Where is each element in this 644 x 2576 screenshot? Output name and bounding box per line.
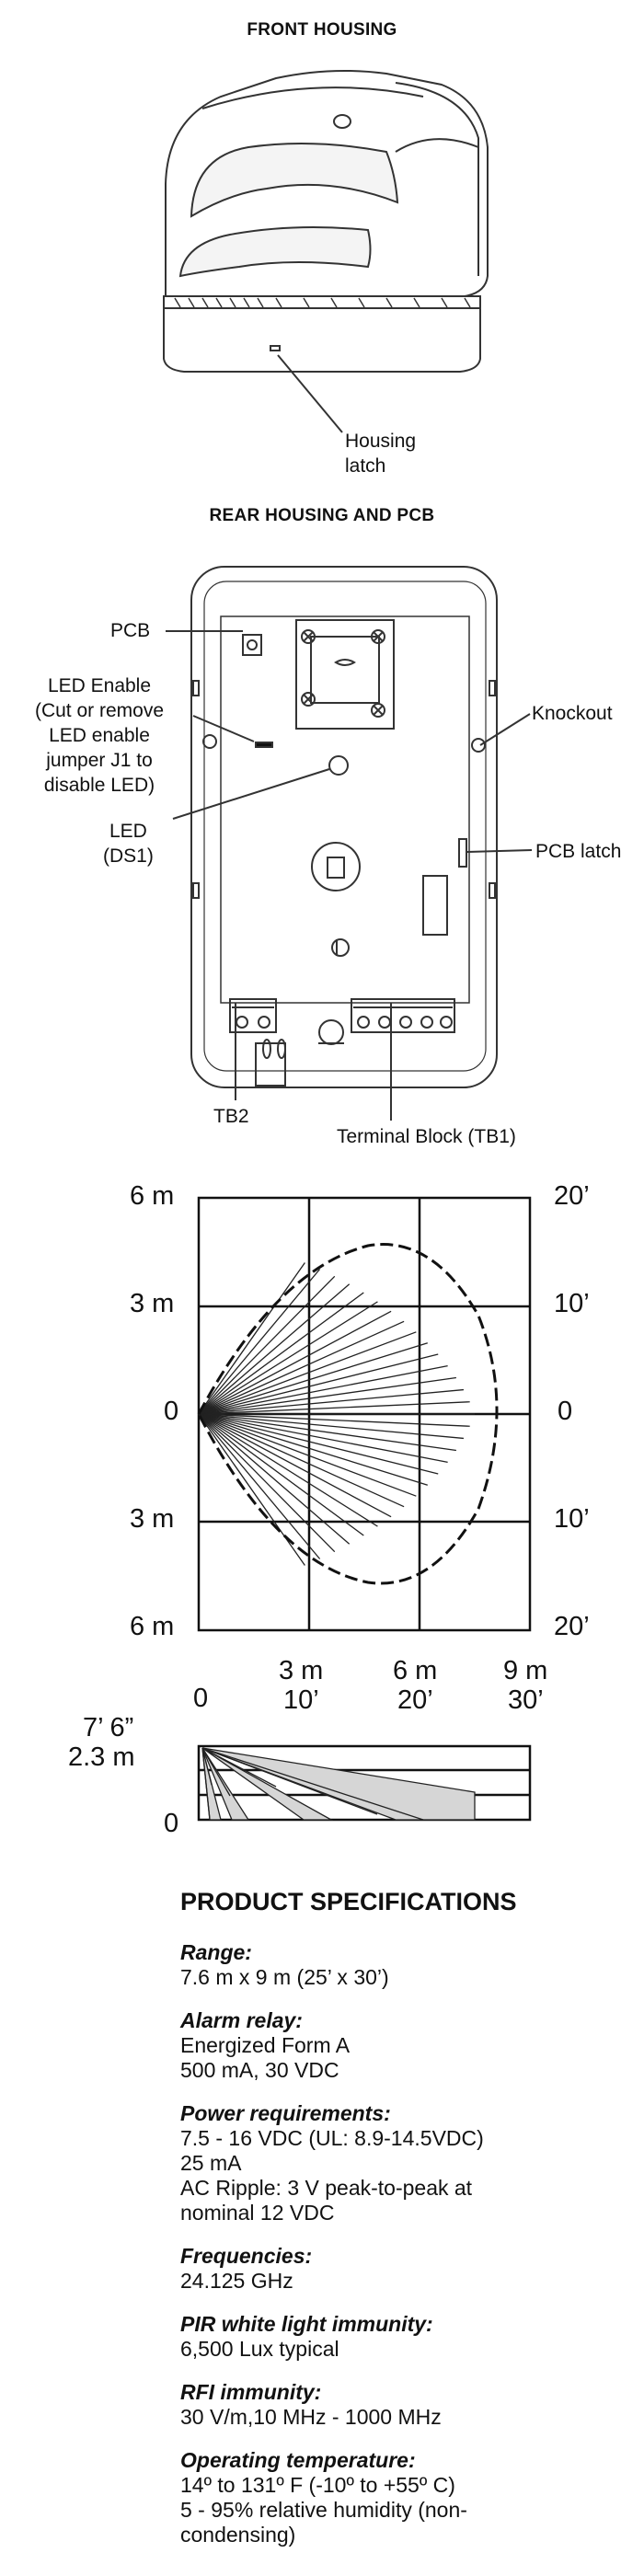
right-label-20ft-top: 20’: [554, 1181, 590, 1211]
coverage-ray: [198, 1301, 378, 1415]
knockout-label: Knockout: [532, 703, 613, 724]
coverage-ray: [198, 1401, 470, 1415]
left-label-0: 0: [164, 1397, 179, 1426]
side-label-0: 0: [164, 1809, 179, 1838]
coverage-ray: [198, 1364, 448, 1415]
coverage-ray: [198, 1413, 321, 1559]
coverage-ray: [198, 1376, 456, 1415]
product-specifications: PRODUCT SPECIFICATIONS Range: 7.6 m x 9 …: [180, 1888, 613, 2566]
spec-value: 7.5 - 16 VDC (UL: 8.9-14.5VDC) 25 mA AC …: [180, 2126, 484, 2225]
left-label-3m-bottom: 3 m: [130, 1504, 175, 1534]
pcb-label: PCB: [110, 620, 151, 641]
spec-value: 14º to 131º F (-10º to +55º C) 5 - 95% r…: [180, 2473, 467, 2547]
coverage-ray: [198, 1413, 464, 1440]
right-label-10ft-top: 10’: [554, 1289, 590, 1318]
spec-name: Operating temperature:: [180, 2448, 416, 2472]
bottom-label-6m: 6 m: [393, 1656, 438, 1685]
right-label-10ft-bottom: 10’: [554, 1504, 590, 1534]
spec-value: 30 V/m,10 MHz - 1000 MHz: [180, 2405, 442, 2429]
spec-value: 24.125 GHz: [180, 2269, 293, 2293]
origin-label: 0: [193, 1684, 209, 1713]
coverage-ray: [198, 1413, 405, 1508]
spec-name: RFI immunity:: [180, 2380, 322, 2404]
coverage-top-view: [197, 1196, 532, 1632]
side-label-7ft6in: 7’ 6”: [83, 1713, 134, 1742]
specs-heading: PRODUCT SPECIFICATIONS: [180, 1888, 517, 1915]
front-housing-title: FRONT HOUSING: [247, 20, 397, 40]
bottom-label-30ft: 30’: [508, 1685, 544, 1715]
coverage-ray: [198, 1413, 456, 1452]
coverage-ray: [198, 1269, 321, 1415]
coverage-ray: [198, 1413, 392, 1518]
spec-alarm-relay: Alarm relay: Energized Form A 500 mA, 30…: [180, 2008, 613, 2083]
coverage-ray: [198, 1388, 464, 1415]
coverage-side-view: [197, 1744, 532, 1822]
coverage-ray: [198, 1320, 405, 1415]
spec-value: 7.6 m x 9 m (25’ x 30’): [180, 1965, 389, 1989]
led-label: LED (DS1): [103, 821, 154, 867]
spec-value: 6,500 Lux typical: [180, 2337, 339, 2361]
led-enable-label: LED Enable (Cut or remove LED enable jum…: [34, 675, 165, 796]
spec-value: Energized Form A 500 mA, 30 VDC: [180, 2033, 351, 2082]
rear-housing-drawing: [166, 566, 533, 1121]
spec-rfi-immunity: RFI immunity: 30 V/m,10 MHz - 1000 MHz: [180, 2380, 613, 2430]
spec-name: PIR white light immunity:: [180, 2312, 433, 2336]
coverage-ray: [198, 1342, 428, 1415]
right-label-20ft-bottom: 20’: [554, 1612, 590, 1641]
left-label-6m-top: 6 m: [130, 1181, 175, 1211]
coverage-ray: [198, 1413, 336, 1553]
coverage-ray: [198, 1413, 417, 1497]
coverage-ray: [198, 1413, 351, 1545]
coverage-ray: [198, 1331, 417, 1415]
coverage-ray: [198, 1413, 439, 1475]
coverage-ray: [198, 1292, 364, 1415]
bottom-label-3m: 3 m: [279, 1656, 324, 1685]
coverage-ray: [198, 1353, 439, 1415]
spec-frequencies: Frequencies: 24.125 GHz: [180, 2244, 613, 2294]
coverage-ray: [198, 1413, 448, 1464]
bottom-label-20ft: 20’: [397, 1685, 433, 1715]
right-label-0: 0: [558, 1397, 573, 1426]
coverage-ray: [198, 1413, 428, 1486]
coverage-ray: [198, 1310, 392, 1415]
spec-name: Alarm relay:: [180, 2008, 303, 2032]
coverage-ray: [198, 1413, 470, 1427]
left-label-3m-top: 3 m: [130, 1289, 175, 1318]
tb2-label: TB2: [213, 1106, 249, 1127]
bottom-label-9m: 9 m: [503, 1656, 548, 1685]
coverage-ray: [198, 1413, 364, 1536]
front-housing-drawing: [163, 69, 489, 433]
rear-housing-title: REAR HOUSING AND PCB: [209, 506, 435, 525]
pcb-latch-label: PCB latch: [535, 841, 622, 862]
spec-operating-temperature: Operating temperature: 14º to 131º F (-1…: [180, 2448, 613, 2547]
coverage-ray: [198, 1275, 336, 1415]
coverage-ray: [198, 1283, 351, 1415]
coverage-ray: [198, 1262, 305, 1415]
spec-pir-immunity: PIR white light immunity: 6,500 Lux typi…: [180, 2312, 613, 2362]
side-label-2-3m: 2.3 m: [68, 1742, 135, 1772]
coverage-ray: [198, 1413, 305, 1566]
spec-range: Range: 7.6 m x 9 m (25’ x 30’): [180, 1940, 613, 1990]
tb1-label: Terminal Block (TB1): [337, 1126, 516, 1147]
bottom-label-10ft: 10’: [283, 1685, 319, 1715]
coverage-ray: [198, 1413, 378, 1527]
left-label-6m-bottom: 6 m: [130, 1612, 175, 1641]
housing-latch-label: Housing latch: [345, 431, 417, 477]
spec-name: Frequencies:: [180, 2244, 313, 2268]
spec-power: Power requirements: 7.5 - 16 VDC (UL: 8.…: [180, 2101, 613, 2225]
spec-name: Power requirements:: [180, 2101, 391, 2125]
spec-name: Range:: [180, 1940, 252, 1964]
